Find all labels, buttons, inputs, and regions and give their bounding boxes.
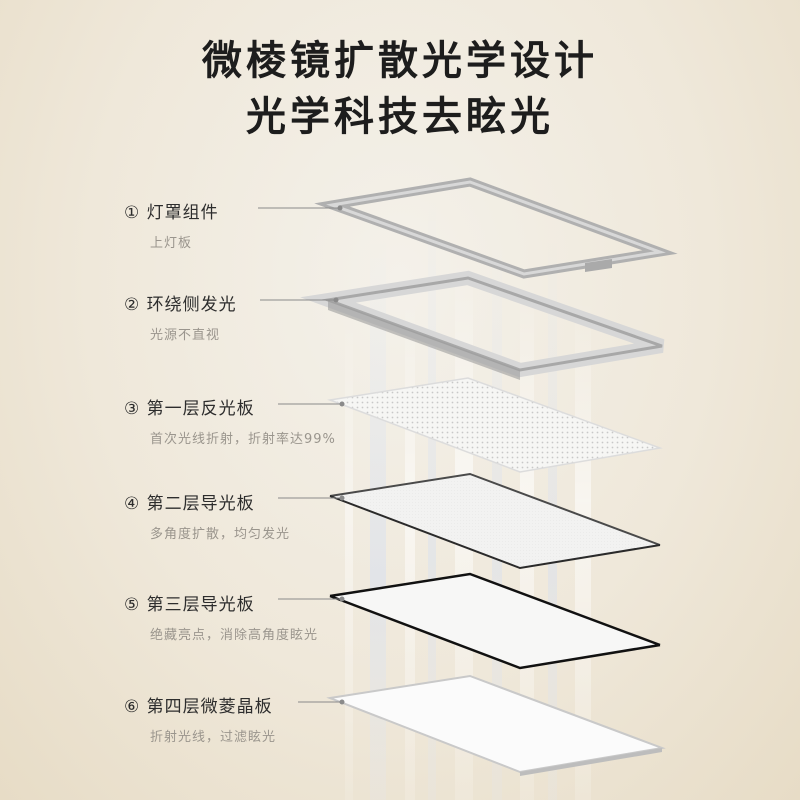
reflector-plate: [327, 377, 663, 473]
headline-line-1: 微棱镜扩散光学设计: [202, 38, 598, 84]
layer-title: ④ 第二层导光板: [124, 494, 255, 514]
layer-title: ② 环绕侧发光: [124, 295, 237, 315]
layer-title: ⑤ 第三层导光板: [124, 595, 255, 615]
layer-label-3: ③ 第一层反光板 首次光线折射，折射率达99%: [124, 394, 424, 447]
layer-label-1: ① 灯罩组件 上灯板: [124, 198, 424, 251]
layer-label-5: ⑤ 第三层导光板 绝藏亮点，消除高角度眩光: [124, 590, 424, 643]
layer-subtitle: 绝藏亮点，消除高角度眩光: [150, 628, 319, 643]
layer-label-2: ② 环绕侧发光 光源不直视: [124, 290, 424, 343]
layer-label-4: ④ 第二层导光板 多角度扩散，均匀发光: [124, 489, 424, 542]
layer-subtitle: 折射光线，过滤眩光: [150, 730, 277, 745]
layer-subtitle: 多角度扩散，均匀发光: [150, 527, 291, 542]
layer-title: ③ 第一层反光板: [124, 399, 255, 419]
light-guide-plate-3: [329, 572, 661, 670]
side-light-frame: [300, 270, 665, 380]
leader-dots: [333, 205, 345, 705]
lamp-shade-frame: [314, 177, 678, 279]
layer-subtitle: 光源不直视: [150, 328, 221, 343]
leader-lines: [258, 207, 342, 703]
micro-diamond-plate: [326, 674, 666, 776]
layer-title: ① 灯罩组件: [124, 203, 219, 223]
layer-subtitle: 上灯板: [150, 236, 193, 251]
light-guide-plate-2: [329, 472, 661, 570]
layer-label-6: ⑥ 第四层微菱晶板 折射光线，过滤眩光: [124, 692, 424, 745]
layer-title: ⑥ 第四层微菱晶板: [124, 697, 273, 717]
headline-line-2: 光学科技去眩光: [246, 94, 554, 140]
layer-subtitle: 首次光线折射，折射率达99%: [150, 432, 336, 447]
